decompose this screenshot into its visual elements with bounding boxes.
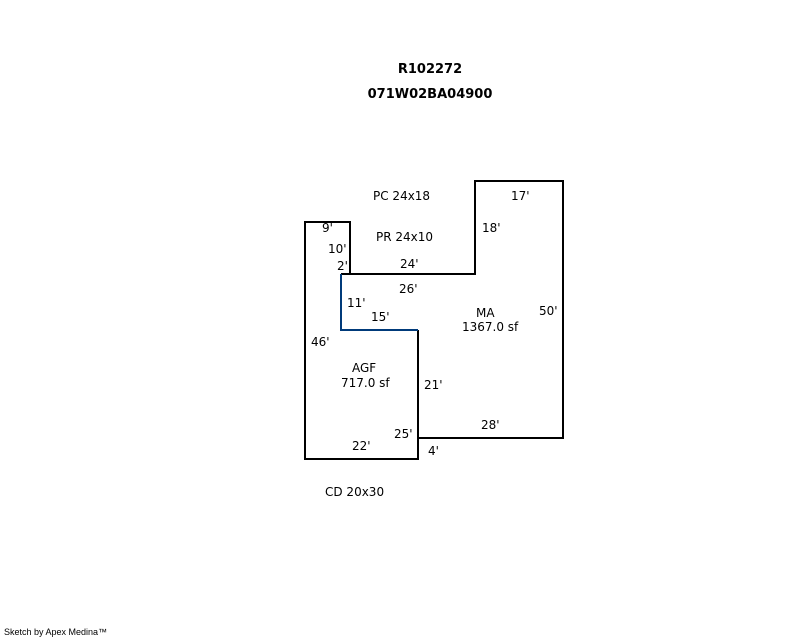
dim-28: 28' [481, 418, 500, 432]
dim-2: 2' [337, 259, 348, 273]
area-pc-label: PC 24x18 [373, 189, 430, 203]
area-ma-name: MA [476, 306, 495, 320]
dim-11: 11' [347, 296, 366, 310]
building-outline [341, 180, 564, 439]
dim-4: 4' [428, 444, 439, 458]
dim-25: 25' [394, 427, 413, 441]
parcel-id: R102272 [397, 62, 463, 77]
dim-9: 9' [322, 221, 333, 235]
area-cd-label: CD 20x30 [325, 485, 384, 499]
dim-46: 46' [311, 335, 330, 349]
dim-17: 17' [511, 189, 530, 203]
area-ma-size: 1367.0 sf [462, 320, 519, 334]
area-agf-size: 717.0 sf [341, 376, 390, 390]
dim-50: 50' [539, 304, 558, 318]
dim-10: 10' [328, 242, 347, 256]
map-number: 071W02BA04900 [367, 87, 493, 102]
area-agf-name: AGF [352, 361, 376, 375]
shared-wall [340, 274, 418, 331]
dim-26: 26' [399, 282, 418, 296]
dim-22: 22' [352, 439, 371, 453]
area-pr-label: PR 24x10 [376, 230, 433, 244]
dim-18: 18' [482, 221, 501, 235]
dim-24: 24' [400, 257, 419, 271]
agf-outline [304, 221, 419, 460]
sketch-credit: Sketch by Apex Medina™ [4, 627, 108, 637]
dim-15: 15' [371, 310, 390, 324]
dim-21: 21' [424, 378, 443, 392]
